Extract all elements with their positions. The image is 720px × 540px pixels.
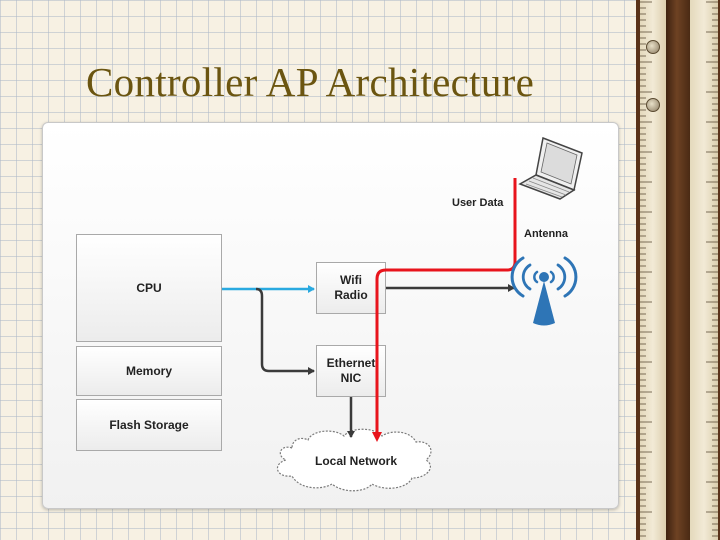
network-label: Local Network [315, 454, 398, 468]
user-data-label: User Data [452, 197, 504, 209]
user-data-path [375, 178, 517, 437]
wifi-radio-label-2: Radio [334, 288, 368, 302]
antenna-icon [510, 256, 578, 298]
ruler-decoration [636, 0, 720, 540]
cpu-block: CPU [76, 234, 222, 342]
slide-title: Controller AP Architecture [86, 59, 535, 105]
cpu-to-ethernet-connector [255, 287, 315, 375]
antenna-label: Antenna [524, 228, 568, 240]
laptop-icon [518, 136, 583, 200]
ethernet-nic-block: Ethernet NIC [316, 345, 386, 397]
ethernet-nic-label-1: Ethernet [326, 356, 376, 370]
cloud-icon [276, 428, 432, 492]
user-data-arrowhead [372, 432, 382, 442]
wifi-radio-label-1: Wifi [340, 273, 362, 287]
flash-storage-block: Flash Storage [76, 399, 222, 451]
wifi-radio-block: Wifi Radio [316, 262, 386, 314]
memory-block: Memory [76, 346, 222, 396]
ethernet-nic-label-2: NIC [340, 371, 362, 385]
